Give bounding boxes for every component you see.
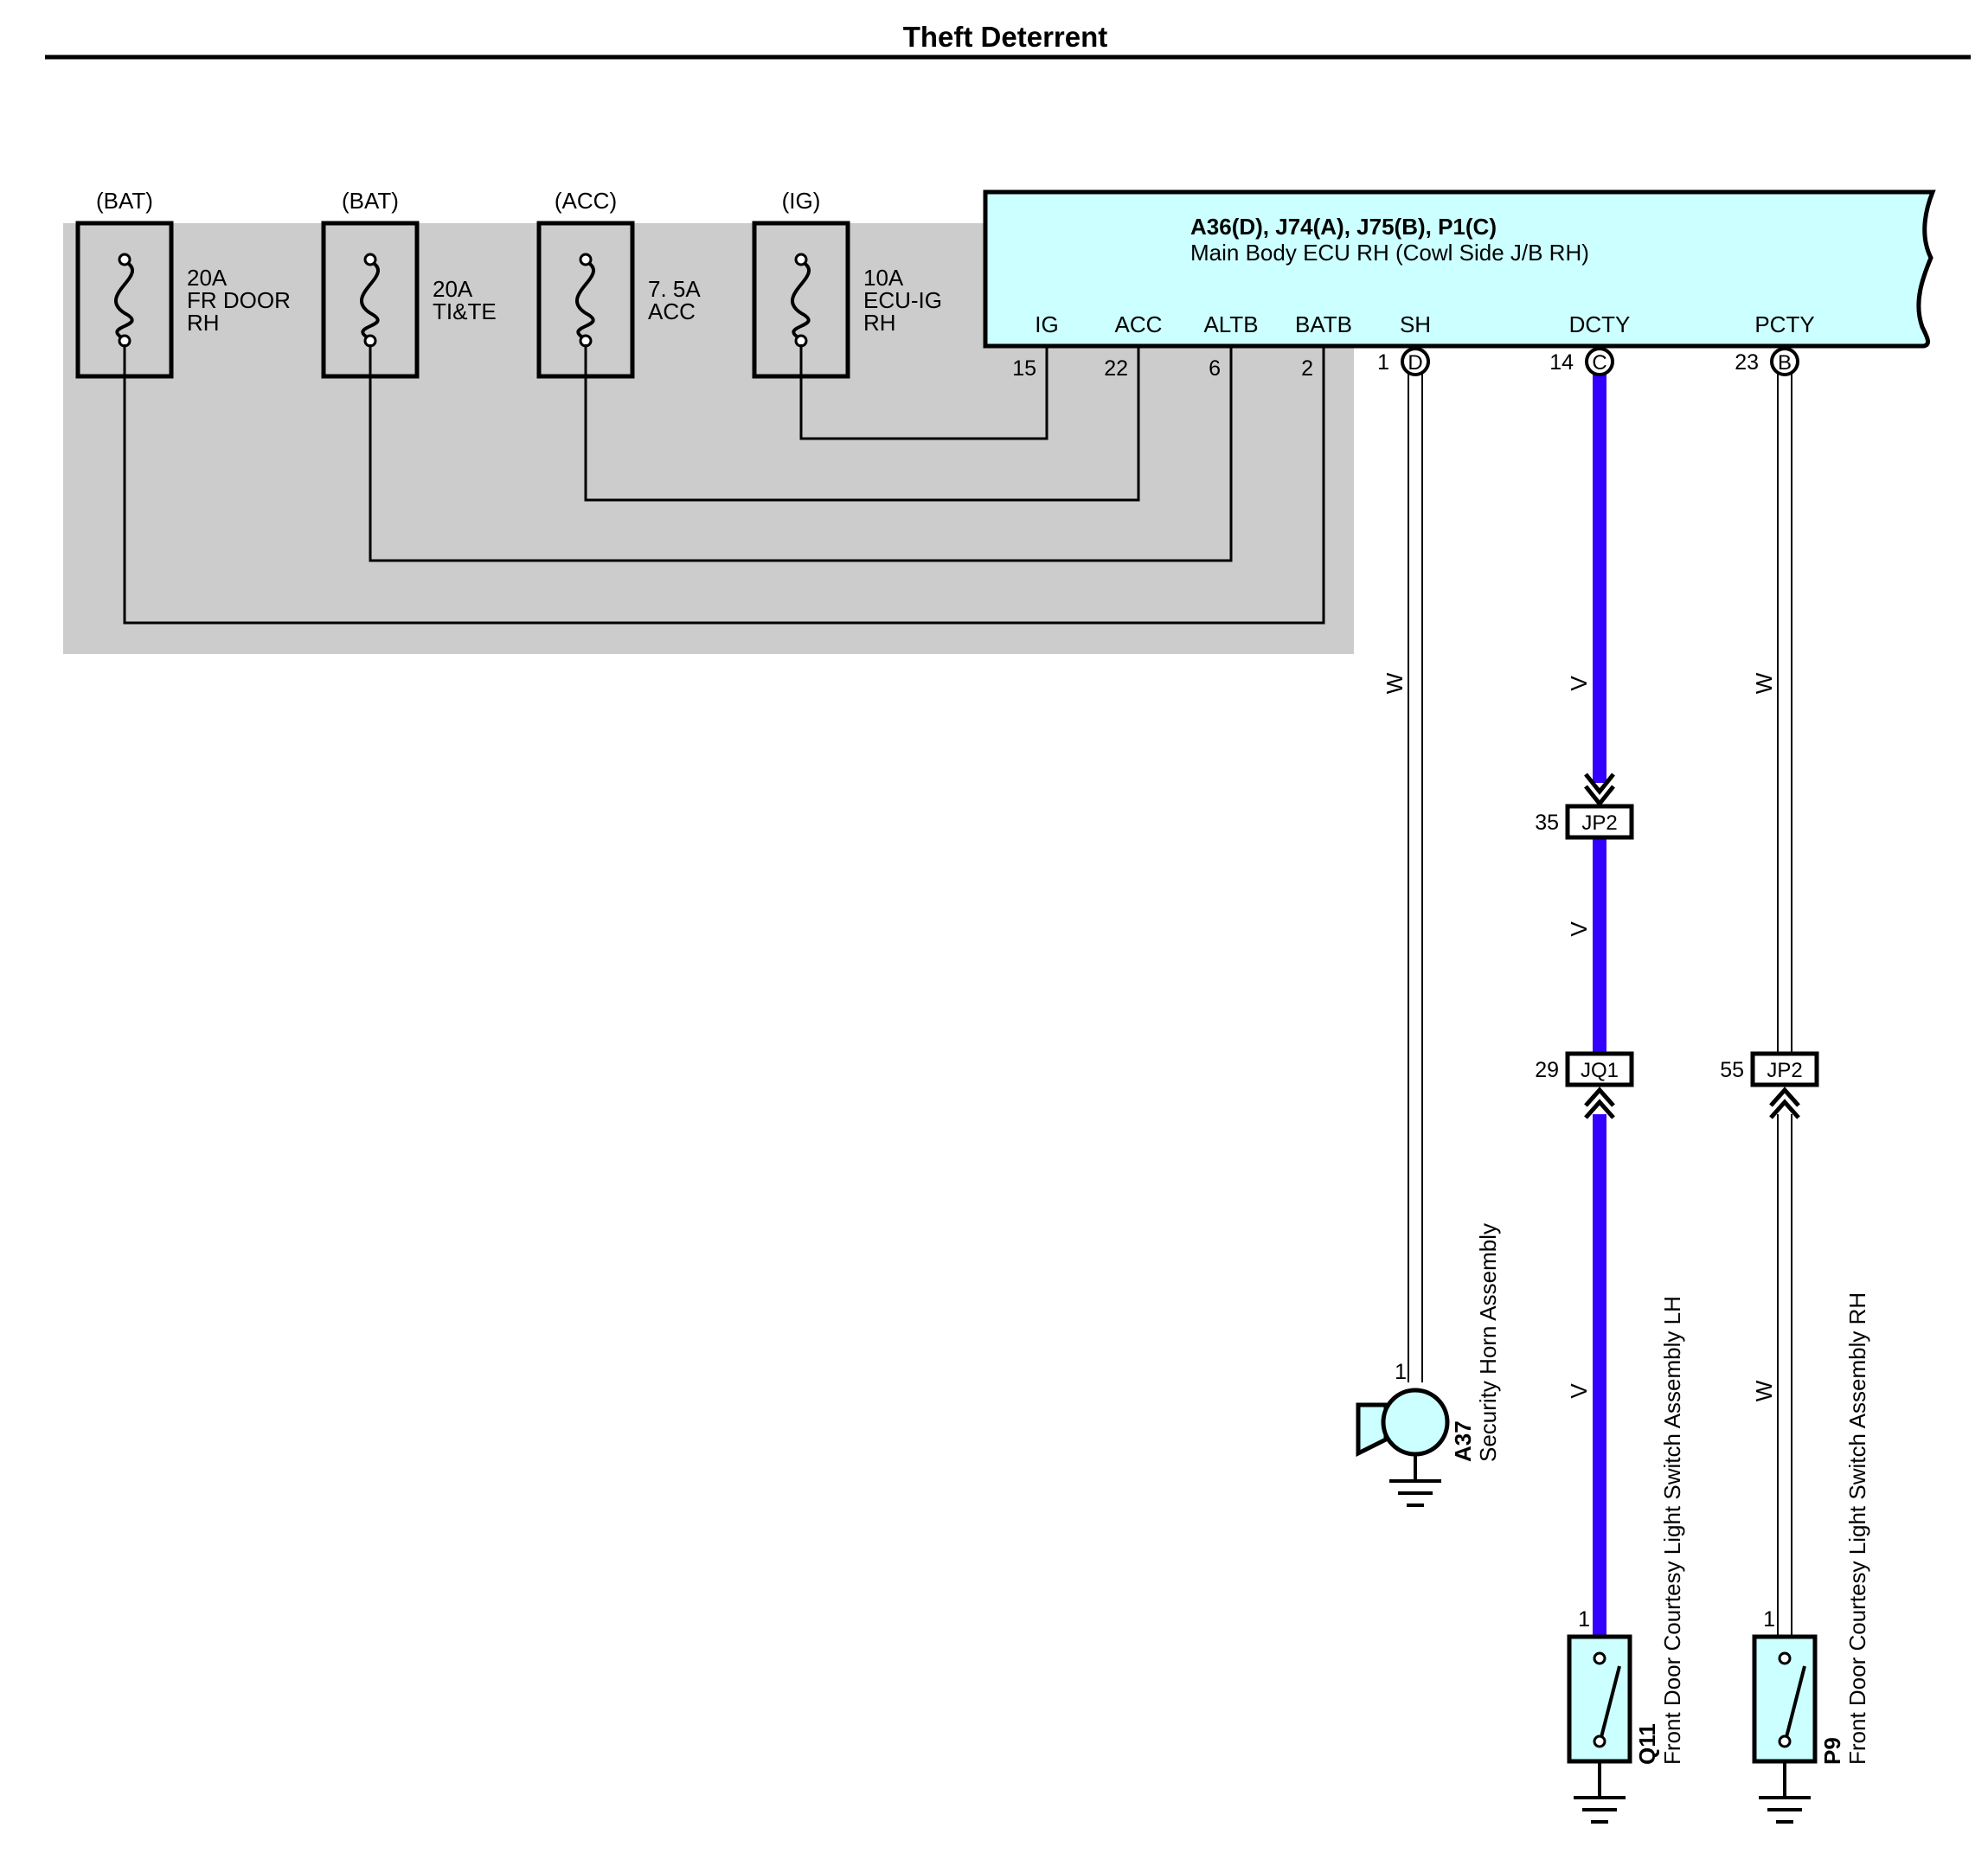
svg-text:20A: 20A bbox=[433, 276, 473, 302]
door-switch-p9: 1 P9 Front Door Courtesy Light Switch As… bbox=[1752, 1292, 1870, 1824]
switch-code: Q11 bbox=[1634, 1723, 1660, 1765]
wire-color-pcty-2: W bbox=[1751, 1380, 1777, 1401]
pin-acc: 22 bbox=[1104, 356, 1128, 381]
wire-color-dcty-2: V bbox=[1566, 921, 1592, 937]
wire-pcty bbox=[1777, 372, 1792, 1637]
svg-text:23: 23 bbox=[1735, 350, 1759, 375]
ecu-connector-list: A36(D), J74(A), J75(B), P1(C) bbox=[1190, 214, 1497, 240]
ground-icon bbox=[1389, 1479, 1441, 1507]
fuse-source: (BAT) bbox=[342, 188, 399, 214]
ecu-connector-dcty: C 14 bbox=[1549, 347, 1614, 376]
ground-icon bbox=[1574, 1796, 1626, 1824]
svg-text:ACC: ACC bbox=[648, 298, 696, 324]
svg-text:C: C bbox=[1592, 351, 1606, 375]
wire-color-dcty-3: V bbox=[1566, 1383, 1592, 1399]
svg-text:TI&TE: TI&TE bbox=[433, 298, 497, 324]
switch-contact-icon bbox=[1600, 1665, 1621, 1738]
fuse-element-icon bbox=[360, 260, 380, 341]
svg-text:FR DOOR: FR DOOR bbox=[187, 287, 291, 313]
junction-jp2-55: JP2 55 bbox=[1720, 1051, 1819, 1119]
svg-text:D: D bbox=[1408, 351, 1422, 375]
wire-sh bbox=[1408, 372, 1423, 1382]
ecu-connector-sh: D 1 bbox=[1377, 347, 1430, 376]
wire-acc bbox=[584, 344, 1140, 502]
fuse-element-icon bbox=[791, 260, 811, 341]
fuse-acc: (ACC) 7. 5A ACC bbox=[536, 188, 701, 379]
ecu-connector-pcty: B 23 bbox=[1735, 347, 1799, 376]
fuse-source: (IG) bbox=[782, 188, 821, 214]
fuse-element-icon bbox=[575, 260, 595, 341]
svg-text:35: 35 bbox=[1535, 811, 1559, 835]
svg-text:ECU-IG: ECU-IG bbox=[863, 287, 942, 313]
ecu-name: Main Body ECU RH (Cowl Side J/B RH) bbox=[1190, 240, 1589, 266]
fuse-ti-te: (BAT) 20A TI&TE bbox=[321, 188, 497, 379]
terminal-acc: ACC bbox=[1115, 311, 1163, 337]
horn-code: A37 bbox=[1450, 1420, 1476, 1462]
switch-name: Front Door Courtesy Light Switch Assembl… bbox=[1844, 1292, 1870, 1765]
wire-color-sh: W bbox=[1382, 672, 1408, 694]
horn-icon bbox=[1356, 1402, 1388, 1458]
horn-pin: 1 bbox=[1395, 1360, 1407, 1384]
switch-pin: 1 bbox=[1763, 1607, 1775, 1632]
terminal-batb: BATB bbox=[1295, 311, 1352, 337]
svg-text:JP2: JP2 bbox=[1581, 811, 1617, 835]
svg-text:14: 14 bbox=[1549, 350, 1574, 375]
svg-text:55: 55 bbox=[1720, 1058, 1744, 1082]
switch-name: Front Door Courtesy Light Switch Assembl… bbox=[1659, 1296, 1685, 1765]
security-horn-a37: 1 A37 Security Horn Assembly bbox=[1356, 1223, 1501, 1507]
fuse-fr-door-rh: (BAT) 20A FR DOOR RH bbox=[75, 188, 291, 379]
horn-body bbox=[1381, 1388, 1450, 1457]
wire-batb bbox=[123, 344, 1325, 625]
switch-contact-icon bbox=[1785, 1665, 1806, 1738]
junction-jp2-35: JP2 35 bbox=[1535, 773, 1634, 840]
svg-text:1: 1 bbox=[1377, 350, 1389, 375]
svg-text:B: B bbox=[1778, 351, 1792, 375]
wire-altb bbox=[369, 344, 1233, 562]
svg-text:20A: 20A bbox=[187, 265, 228, 291]
svg-text:JQ1: JQ1 bbox=[1581, 1059, 1619, 1082]
switch-pin: 1 bbox=[1578, 1607, 1590, 1632]
svg-text:7. 5A: 7. 5A bbox=[648, 276, 701, 302]
diagram-title: Theft Deterrent bbox=[903, 21, 1108, 53]
svg-text:29: 29 bbox=[1535, 1058, 1559, 1082]
terminal-sh: SH bbox=[1400, 311, 1431, 337]
pin-altb: 6 bbox=[1209, 356, 1221, 381]
wire-ig bbox=[799, 344, 1049, 440]
terminal-altb: ALTB bbox=[1203, 311, 1258, 337]
ecu-body bbox=[983, 189, 1936, 349]
horn-name: Security Horn Assembly bbox=[1475, 1223, 1501, 1462]
wire-color-dcty-1: V bbox=[1566, 676, 1592, 691]
svg-text:10A: 10A bbox=[863, 265, 904, 291]
wire-color-pcty-1: W bbox=[1751, 672, 1777, 694]
terminal-pcty: PCTY bbox=[1754, 311, 1814, 337]
terminal-ig: IG bbox=[1035, 311, 1058, 337]
switch-code: P9 bbox=[1819, 1737, 1845, 1765]
pin-ig: 15 bbox=[1012, 356, 1036, 381]
fuse-ecu-ig-rh: (IG) 10A ECU-IG RH bbox=[752, 188, 942, 379]
terminal-dcty: DCTY bbox=[1569, 311, 1631, 337]
svg-text:RH: RH bbox=[187, 310, 220, 336]
jb-internal-wiring bbox=[123, 344, 1325, 625]
fuse-source: (ACC) bbox=[555, 188, 617, 214]
junction-jq1-29: JQ1 29 bbox=[1535, 1051, 1634, 1119]
svg-text:JP2: JP2 bbox=[1767, 1059, 1802, 1082]
pin-batb: 2 bbox=[1301, 356, 1313, 381]
fuse-source: (BAT) bbox=[96, 188, 153, 214]
svg-text:RH: RH bbox=[863, 310, 896, 336]
fuse-element-icon bbox=[114, 260, 134, 341]
ground-icon bbox=[1759, 1796, 1811, 1824]
door-switch-q11: 1 Q11 Front Door Courtesy Light Switch A… bbox=[1567, 1296, 1685, 1824]
